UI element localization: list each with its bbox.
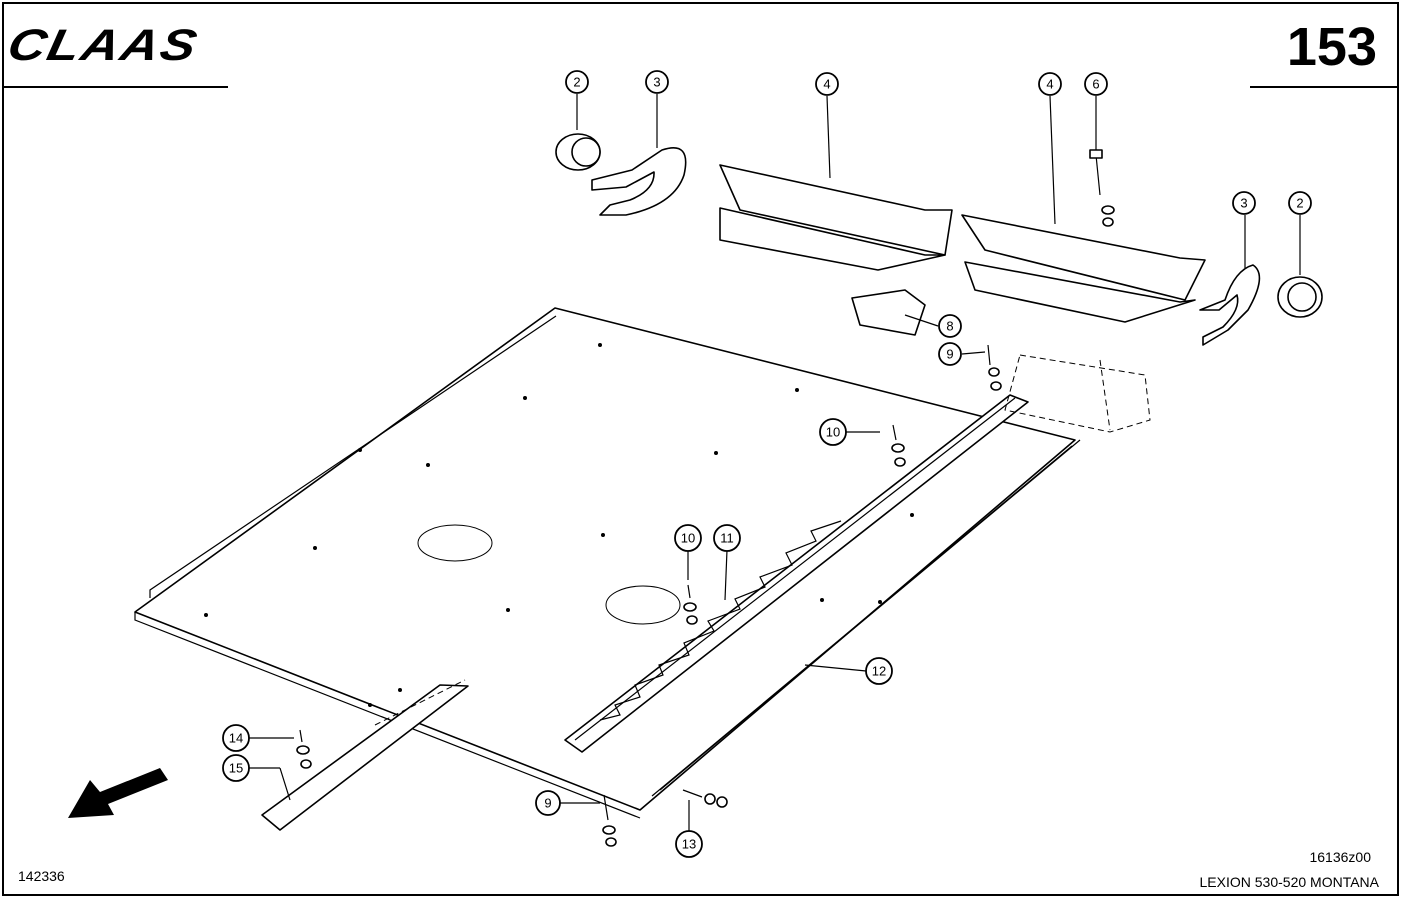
callout-2-left: 2: [565, 70, 589, 94]
bracket-strip: [261, 679, 469, 831]
bushing-left: [555, 133, 601, 171]
beam-outline: [1004, 354, 1151, 433]
fasteners: [296, 149, 1115, 847]
svg-text:10: 10: [681, 531, 695, 546]
callout-9-top: 9: [938, 342, 962, 366]
model-name: LEXION 530-520 MONTANA: [1199, 874, 1379, 890]
callout-3-left: 3: [645, 70, 669, 94]
leader-lines: [249, 94, 1301, 831]
header-rule-left: [2, 86, 228, 88]
svg-text:13: 13: [682, 837, 696, 852]
svg-text:9: 9: [544, 796, 551, 811]
svg-text:14: 14: [229, 731, 243, 746]
cover-left: [719, 164, 953, 271]
callout-4-left: 4: [815, 72, 839, 96]
strap-left: [591, 147, 687, 216]
callout-11: 11: [713, 524, 741, 552]
callout-12: 12: [865, 657, 893, 685]
callout-4-right: 4: [1038, 72, 1062, 96]
callout-15: 15: [222, 754, 250, 782]
header-rule-right: [1250, 86, 1399, 88]
figure-id: 142336: [18, 868, 65, 884]
svg-text:8: 8: [946, 319, 953, 334]
svg-text:15: 15: [229, 761, 243, 776]
svg-text:2: 2: [1296, 196, 1303, 211]
svg-text:10: 10: [826, 425, 840, 440]
callout-10-center: 10: [674, 524, 702, 552]
callout-6: 6: [1084, 72, 1108, 96]
svg-text:9: 9: [946, 347, 953, 362]
svg-text:12: 12: [872, 664, 886, 679]
callout-3-right: 3: [1232, 191, 1256, 215]
cover-right: [961, 214, 1206, 323]
channel-bar: [564, 394, 1029, 753]
svg-text:11: 11: [720, 531, 734, 546]
callout-10-right: 10: [819, 418, 847, 446]
callout-13: 13: [675, 830, 703, 858]
svg-text:3: 3: [653, 75, 660, 90]
callout-8: 8: [938, 314, 962, 338]
svg-text:4: 4: [1046, 77, 1053, 92]
callout-14: 14: [222, 724, 250, 752]
svg-text:3: 3: [1240, 196, 1247, 211]
floor-plate: [134, 307, 1081, 819]
svg-text:2: 2: [573, 75, 580, 90]
svg-text:4: 4: [823, 77, 830, 92]
bushing-right: [1277, 276, 1323, 318]
mount-bracket: [851, 289, 926, 336]
callout-2-right: 2: [1288, 191, 1312, 215]
drawing-number: 16136z00: [1309, 849, 1371, 865]
travel-direction-arrow: [68, 768, 168, 818]
svg-text:6: 6: [1092, 77, 1099, 92]
page-number: 153: [1286, 17, 1377, 77]
callout-9-bottom: 9: [535, 790, 561, 816]
strap-right: [1199, 264, 1261, 346]
